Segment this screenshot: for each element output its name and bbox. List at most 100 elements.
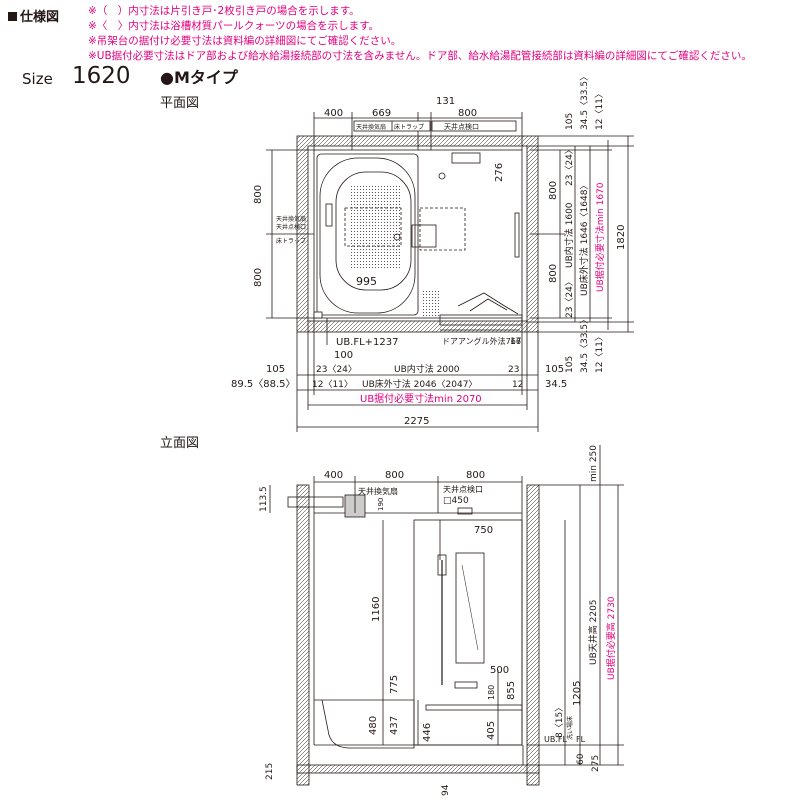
elev-hatch-size: □450 bbox=[443, 496, 469, 506]
elev-113: 113.5 bbox=[259, 486, 269, 512]
elev-190: 190 bbox=[377, 498, 385, 511]
elev-right-wall bbox=[526, 484, 540, 786]
counter bbox=[425, 704, 523, 711]
elev-left-wall bbox=[296, 484, 310, 786]
note-3: ※吊架台の据付け必要寸法は資料編の詳細図にてご確認ください。 bbox=[88, 35, 402, 47]
plan-b-2275: 2275 bbox=[404, 416, 429, 427]
elevation-title: 立面図 bbox=[160, 436, 200, 451]
counter-shelf bbox=[451, 152, 481, 164]
elev-wall-panel bbox=[413, 519, 523, 746]
plan-sub-trap: 床トラップ bbox=[394, 123, 424, 131]
plan-sub-fan: 天井換気扇 bbox=[356, 123, 386, 131]
faucet bbox=[454, 681, 478, 689]
plan-sub-hatch: 天井点検口 bbox=[444, 122, 479, 131]
bathtub-outline bbox=[316, 153, 419, 316]
bathtub-rim bbox=[319, 157, 416, 314]
ceiling-hatch-dashed bbox=[419, 207, 466, 251]
elev-hatch-label: 天井点検口 bbox=[443, 484, 483, 494]
plan-rtop-34: 34.5〈33.5〉 bbox=[579, 72, 590, 130]
plan-dim-100: 100 bbox=[334, 350, 353, 361]
shower-head bbox=[437, 554, 447, 576]
spec-title: 仕様図 bbox=[20, 10, 60, 25]
plan-b-105l: 105 bbox=[266, 364, 285, 375]
plan-right-23a: 23〈24〉 bbox=[564, 145, 575, 186]
size-value: 1620 bbox=[72, 63, 131, 89]
elev-405: 405 bbox=[486, 721, 497, 740]
elev-275: 275 bbox=[591, 755, 601, 772]
elev-855: 855 bbox=[506, 681, 517, 700]
elev-60: 60 bbox=[576, 753, 586, 765]
plan-inner-room bbox=[307, 145, 528, 322]
plan-b-34: 34.5 bbox=[545, 379, 567, 390]
elev-750: 750 bbox=[474, 525, 493, 536]
plan-dim-669: 669 bbox=[372, 108, 391, 119]
elev-min250: min 250 bbox=[589, 445, 599, 482]
plan-b-89: 89.5〈88.5〉 bbox=[231, 378, 296, 390]
plan-left-hatch: 天井点検口 bbox=[276, 223, 306, 231]
plan-left-800b: 800 bbox=[253, 268, 264, 287]
notes-block: ※（ ）内寸法は片引き戸･2枚引き戸の場合を示します。 ※〈 〉内寸法は浴槽材質… bbox=[88, 4, 752, 64]
grab-bar bbox=[514, 212, 520, 258]
elevation-labels: 400 800 800 天井換気扇 天井点検口 □450 113.5 190 7… bbox=[259, 445, 617, 796]
shower-head-icon bbox=[438, 172, 446, 180]
floor-trap bbox=[411, 224, 437, 248]
elev-hatch bbox=[457, 507, 473, 515]
elev-fl: FL bbox=[576, 735, 586, 744]
plan-rtop-105: 105 bbox=[565, 113, 575, 130]
plan-dim-17: 17 bbox=[510, 337, 521, 347]
elev-437: 437 bbox=[389, 716, 400, 735]
elev-775: 775 bbox=[389, 675, 400, 694]
elev-fan-duct bbox=[287, 496, 344, 508]
plan-right-floor-outer: UB床外寸法 1646〈1648〉 bbox=[578, 181, 590, 296]
plan-dim-276: 276 bbox=[494, 163, 505, 182]
plan-dim-800: 800 bbox=[458, 108, 477, 119]
elev-8: 8〈15〉 bbox=[554, 703, 565, 738]
plan-door-angle: ドアアングル外法766 bbox=[442, 336, 521, 346]
square-bullet-icon bbox=[8, 12, 17, 21]
door-floor-texture bbox=[422, 290, 440, 316]
tub-width-995: 995 bbox=[356, 275, 377, 288]
mirror bbox=[455, 552, 485, 664]
type-label: ●Mタイプ bbox=[160, 68, 238, 87]
door-swing-2 bbox=[469, 298, 508, 312]
plan-b-12l: 12〈11〉 bbox=[312, 379, 353, 390]
plan-right-1820: 1820 bbox=[616, 225, 627, 250]
elev-446: 446 bbox=[422, 723, 433, 742]
ceiling-fan-dashed bbox=[344, 207, 402, 247]
elev-ceiling: UB天井高 2205 bbox=[587, 599, 599, 665]
elev-500: 500 bbox=[490, 665, 509, 676]
elev-dim-800b: 800 bbox=[466, 470, 485, 481]
plan-dim-131: 131 bbox=[436, 96, 455, 107]
door-swing bbox=[457, 292, 519, 315]
elevation-view bbox=[269, 445, 624, 786]
elev-ubfl: UB.FL bbox=[544, 735, 567, 744]
plan-right-23b: 23〈24〉 bbox=[564, 277, 575, 318]
note-1: ※（ ）内寸法は片引き戸･2枚引き戸の場合を示します。 bbox=[88, 5, 360, 17]
plan-dim-400: 400 bbox=[324, 108, 343, 119]
plan-rbot-12: 12〈11〉 bbox=[594, 332, 605, 373]
plan-rtop-12: 12〈11〉 bbox=[594, 89, 605, 130]
bathtub-nonslip bbox=[350, 185, 400, 269]
plan-b-23l: 23〈24〉 bbox=[316, 364, 357, 375]
plan-rbot-105: 105 bbox=[565, 356, 575, 373]
plan-b-ubinner: UB内寸法 2000 bbox=[394, 363, 460, 375]
plan-b-floor-outer: UB床外寸法 2046〈2047〉 bbox=[362, 378, 477, 390]
plan-left-800a: 800 bbox=[253, 185, 264, 204]
plan-labels: 400 669 131 800 天井換気扇 床トラップ 天井点検口 800 80… bbox=[231, 72, 627, 427]
plan-right-ub-inner: UB内寸法 1600 bbox=[563, 202, 575, 268]
size-label: Size bbox=[22, 70, 53, 88]
plan-left-fan: 天井換気扇 bbox=[276, 215, 306, 223]
elev-215: 215 bbox=[265, 763, 275, 780]
plan-view bbox=[266, 112, 634, 432]
drain-icon bbox=[393, 233, 401, 241]
plan-right-800a: 800 bbox=[548, 181, 559, 200]
plan-ubfl: UB.FL+1237 bbox=[336, 337, 399, 348]
plan-right-800b: 800 bbox=[548, 264, 559, 283]
plan-b-12r: 12 bbox=[512, 380, 523, 390]
elev-fan-label: 天井換気扇 bbox=[358, 486, 398, 496]
tub-grip bbox=[325, 203, 333, 227]
elev-1205: 1205 bbox=[572, 681, 583, 706]
corner-marker bbox=[313, 311, 323, 319]
elev-dim-800a: 800 bbox=[385, 470, 404, 481]
